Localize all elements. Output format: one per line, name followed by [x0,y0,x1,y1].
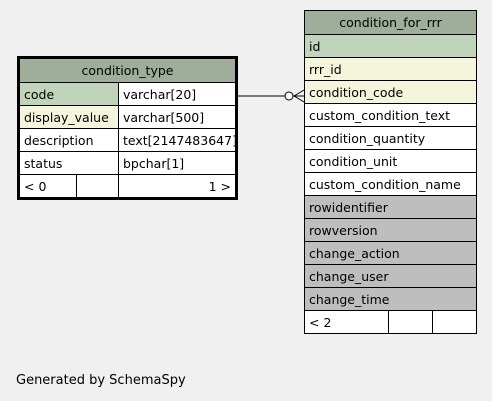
column-name: change_action [305,242,476,264]
column-name: id [305,35,476,57]
column-name: rrr_id [305,58,476,80]
column-type: varchar[20] [118,83,235,105]
children-count: 1 > [118,175,235,197]
table-row: condition_code [305,80,476,103]
condition-for-rrr-table: condition_for_rrr id rrr_id condition_co… [304,10,477,334]
column-type: varchar[500] [118,106,235,128]
table-row: change_user [305,264,476,287]
table-title: condition_type [20,59,235,82]
generated-by-caption: Generated by SchemaSpy [16,373,186,388]
column-name: status [24,155,63,171]
table-row: display_value varchar[500] [20,105,235,128]
table-row: custom_condition_name [305,172,476,195]
table-row: condition_quantity [305,126,476,149]
column-name: condition_code [305,81,476,103]
table-row: custom_condition_text [305,103,476,126]
table-row: code varchar[20] [20,82,235,105]
column-name: description [24,132,94,148]
table-row: status bpchar[1] [20,151,235,174]
column-type: bpchar[1] [118,152,235,174]
table-footer: < 2 [305,310,476,333]
column-name: condition_unit [309,153,398,169]
footer-spacer [388,311,432,333]
column-name: rowidentifier [305,196,476,218]
column-name: custom_condition_name [309,176,461,192]
column-name: change_time [305,288,476,310]
table-title: condition_for_rrr [305,11,476,34]
condition-type-table: condition_type code varchar[20] display_… [17,56,238,200]
column-name: display_value [20,106,118,128]
table-row: change_time [305,287,476,310]
column-name: code [20,83,118,105]
footer-spacer [76,175,118,197]
table-row: rowidentifier [305,195,476,218]
parents-count: < 2 [309,314,332,330]
table-row: condition_unit [305,149,476,172]
table-header: condition_for_rrr [305,11,476,34]
crows-foot-icon [293,95,305,103]
column-name: custom_condition_text [309,107,450,123]
table-row: description text[2147483647] [20,128,235,151]
parents-count: < 0 [24,178,47,194]
table-row: rrr_id [305,57,476,80]
table-row: rowversion [305,218,476,241]
table-footer: < 0 1 > [20,174,235,197]
crows-foot-icon [293,89,305,97]
table-row: change_action [305,241,476,264]
column-type: text[2147483647] [118,129,235,151]
column-name: condition_quantity [309,130,426,146]
column-name: rowversion [305,219,476,241]
column-name: change_user [305,265,476,287]
zero-cardinality-icon [284,91,294,101]
table-row: id [305,34,476,57]
footer-spacer [432,311,476,333]
table-header: condition_type [20,59,235,82]
